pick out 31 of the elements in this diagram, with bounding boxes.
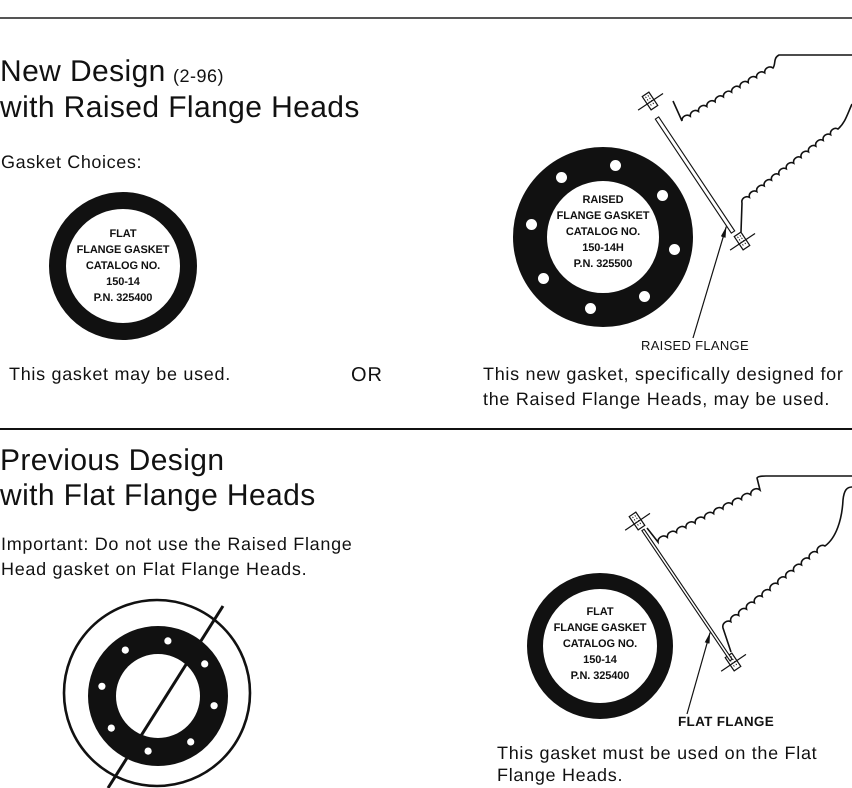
gasket-label: CATALOG NO.	[86, 259, 160, 274]
gasket-label: P.N. 325500	[574, 257, 632, 272]
gasket-label: P.N. 325400	[570, 669, 630, 684]
revision-date: (2-96)	[173, 66, 224, 86]
section-heading: with Raised Flange Heads	[0, 91, 360, 125]
gasket-label: RAISED	[582, 193, 624, 208]
section-heading: New Design	[0, 55, 166, 89]
gasket-label: FLANGE GASKET	[556, 209, 650, 224]
gasket-label: FLAT	[110, 227, 136, 242]
gasket-label: FLAT	[586, 605, 614, 620]
choice-separator: OR	[351, 363, 383, 387]
gasket-label: CATALOG NO.	[566, 225, 640, 240]
gasket-label: P.N. 325400	[94, 291, 152, 306]
gasket-label: 150-14H	[582, 241, 624, 256]
caption-text: This gasket must be used on the Flat Flange Heads.	[497, 742, 818, 786]
leader-line	[692, 226, 727, 338]
callout-label: RAISED FLANGE	[641, 338, 749, 354]
gasket-label: FLANGE GASKET	[554, 621, 646, 636]
gasket-label: 150-14	[106, 275, 140, 290]
flange-strip	[654, 115, 736, 235]
gasket-label: FLANGE GASKET	[76, 243, 170, 258]
callout-label: FLAT FLANGE	[678, 714, 774, 730]
section-heading: Previous Design	[0, 444, 224, 478]
note-text: Important: Do not use the Raised Flange Head gasket on Flat Flange Heads.	[1, 533, 354, 581]
gasket-label: 150-14	[583, 653, 617, 668]
gasket-label: CATALOG NO.	[562, 637, 638, 652]
caption-text: This new gasket, specifically designed for the Raised Flange Heads, may be used.	[483, 363, 845, 411]
subheading: Gasket Choices:	[1, 151, 142, 173]
leader-line	[686, 632, 711, 714]
section-heading: with Flat Flange Heads	[0, 479, 316, 513]
caption-text: This gasket may be used.	[9, 363, 232, 386]
